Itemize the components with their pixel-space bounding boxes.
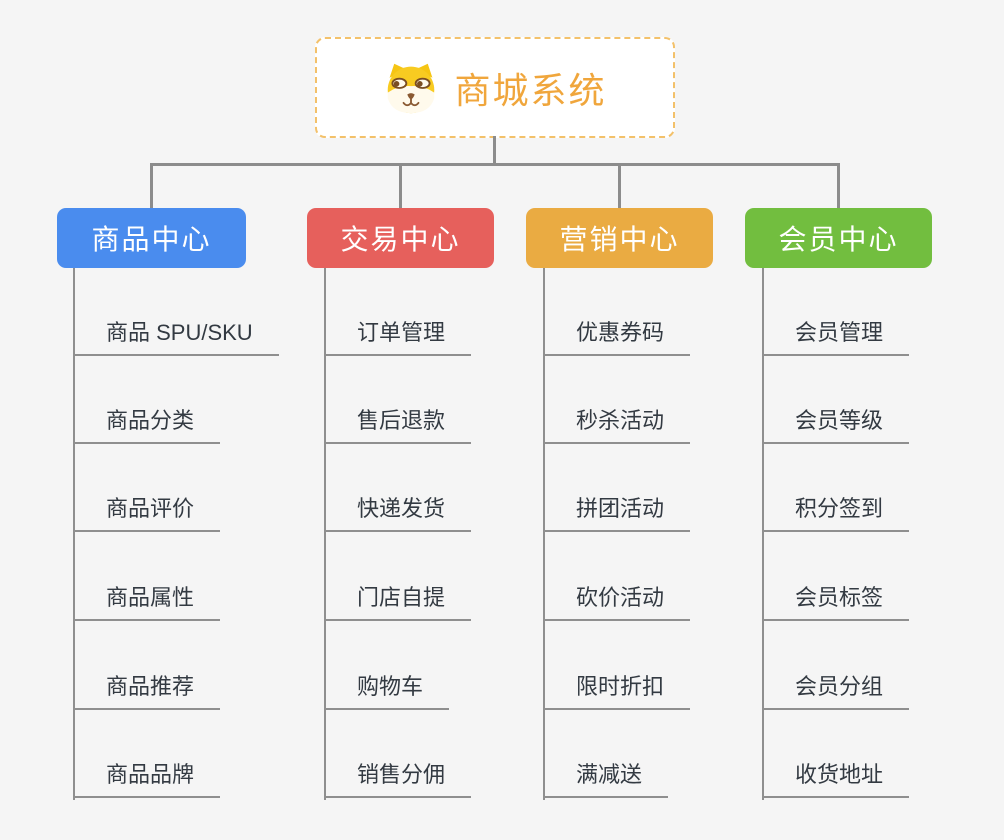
leaf-trunk-marketing-center <box>543 268 545 800</box>
leaf-trunk-product-center <box>73 268 75 800</box>
leaf-node-marketing-center-2[interactable]: 秒杀活动 <box>543 405 691 444</box>
leaf-node-member-center-2[interactable]: 会员等级 <box>762 405 910 444</box>
root-node[interactable]: 商城系统 <box>315 37 675 138</box>
leaf-node-member-center-4[interactable]: 会员标签 <box>762 582 910 621</box>
connector-bus <box>150 163 840 166</box>
leaf-node-marketing-center-3[interactable]: 拼团活动 <box>543 493 691 532</box>
leaf-node-trade-center-1[interactable]: 订单管理 <box>324 317 472 356</box>
leaf-node-product-center-6[interactable]: 商品品牌 <box>73 759 221 798</box>
leaf-node-member-center-5[interactable]: 会员分组 <box>762 671 910 710</box>
leaf-node-member-center-3[interactable]: 积分签到 <box>762 493 910 532</box>
leaf-node-trade-center-5[interactable]: 购物车 <box>324 671 450 710</box>
connector-root-stem <box>493 136 496 165</box>
leaf-node-product-center-1[interactable]: 商品 SPU/SKU <box>73 317 279 356</box>
leaf-node-member-center-1[interactable]: 会员管理 <box>762 317 910 356</box>
leaf-node-product-center-2[interactable]: 商品分类 <box>73 405 221 444</box>
leaf-node-marketing-center-1[interactable]: 优惠券码 <box>543 317 691 356</box>
root-title: 商城系统 <box>454 69 607 111</box>
dog-face-icon <box>383 61 439 115</box>
connector-drop <box>618 163 621 209</box>
connector-drop <box>837 163 840 209</box>
leaf-node-marketing-center-5[interactable]: 限时折扣 <box>543 671 691 710</box>
connector-drop <box>150 163 153 209</box>
leaf-node-trade-center-3[interactable]: 快递发货 <box>324 493 472 532</box>
leaf-node-trade-center-4[interactable]: 门店自提 <box>324 582 472 621</box>
branch-node-product-center[interactable]: 商品中心 <box>57 208 246 268</box>
leaf-node-trade-center-2[interactable]: 售后退款 <box>324 405 472 444</box>
leaf-node-product-center-5[interactable]: 商品推荐 <box>73 671 221 710</box>
branch-node-member-center[interactable]: 会员中心 <box>745 208 932 268</box>
leaf-node-product-center-3[interactable]: 商品评价 <box>73 493 221 532</box>
leaf-trunk-member-center <box>762 268 764 800</box>
leaf-trunk-trade-center <box>324 268 326 800</box>
leaf-node-member-center-6[interactable]: 收货地址 <box>762 759 910 798</box>
leaf-node-product-center-4[interactable]: 商品属性 <box>73 582 221 621</box>
branch-node-marketing-center[interactable]: 营销中心 <box>526 208 713 268</box>
connector-drop <box>399 163 402 209</box>
leaf-node-marketing-center-6[interactable]: 满减送 <box>543 759 669 798</box>
branch-node-trade-center[interactable]: 交易中心 <box>307 208 494 268</box>
leaf-node-marketing-center-4[interactable]: 砍价活动 <box>543 582 691 621</box>
leaf-node-trade-center-6[interactable]: 销售分佣 <box>324 759 472 798</box>
